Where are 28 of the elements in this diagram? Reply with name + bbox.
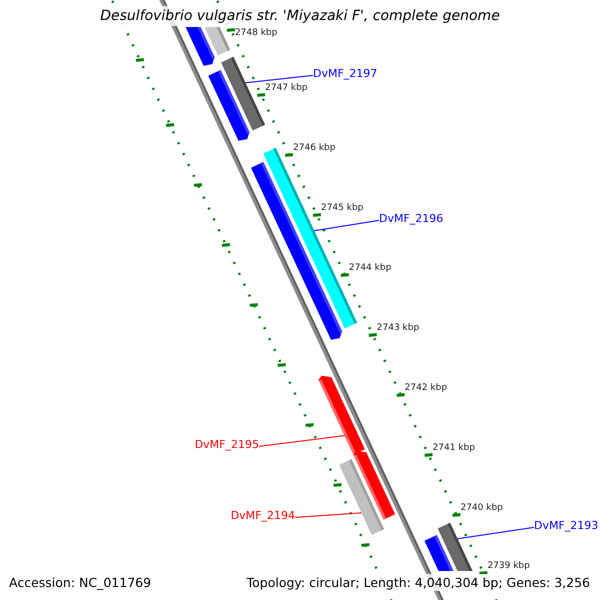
gene-block (204, 27, 230, 56)
tick-label: 2747 kbp (265, 83, 308, 94)
tick-label: 2740 kbp (460, 503, 503, 514)
tick-label: 2742 kbp (404, 383, 448, 394)
gene-label: DvMF_2193 (534, 519, 598, 533)
leader-line (314, 220, 380, 232)
gene-block (221, 56, 266, 131)
gene-label: DvMF_2194 (230, 509, 295, 523)
gene-label: DvMF_2195 (194, 438, 259, 452)
gene-block (353, 450, 396, 520)
tick-label: 2739 kbp (487, 561, 530, 572)
genome-summary-text: Topology: circular; Length: 4,040,304 bp; Genes: 3,256 (246, 574, 590, 591)
tick-label: 2746 kbp (293, 143, 336, 154)
accession-text: Accession: NC_011769 (9, 574, 152, 591)
title: Desulfovibrio vulgaris str. 'Miyazaki F', complete genome (100, 6, 500, 26)
leader-line (457, 526, 534, 540)
tick-label: 2743 kbp (376, 323, 420, 334)
gene-block (318, 376, 365, 455)
leader-line (294, 512, 362, 518)
leader-line (258, 435, 346, 447)
tick-label: 2748 kbp (234, 28, 278, 39)
gene-block (438, 522, 473, 571)
gene-label: DvMF_2196 (379, 212, 444, 226)
tick-label: 2741 kbp (432, 443, 475, 454)
gene-label: DvMF_2197 (313, 67, 378, 81)
tick-label: 2745 kbp (320, 203, 364, 214)
leader-line (245, 74, 314, 84)
tick-label: 2744 kbp (348, 263, 392, 274)
